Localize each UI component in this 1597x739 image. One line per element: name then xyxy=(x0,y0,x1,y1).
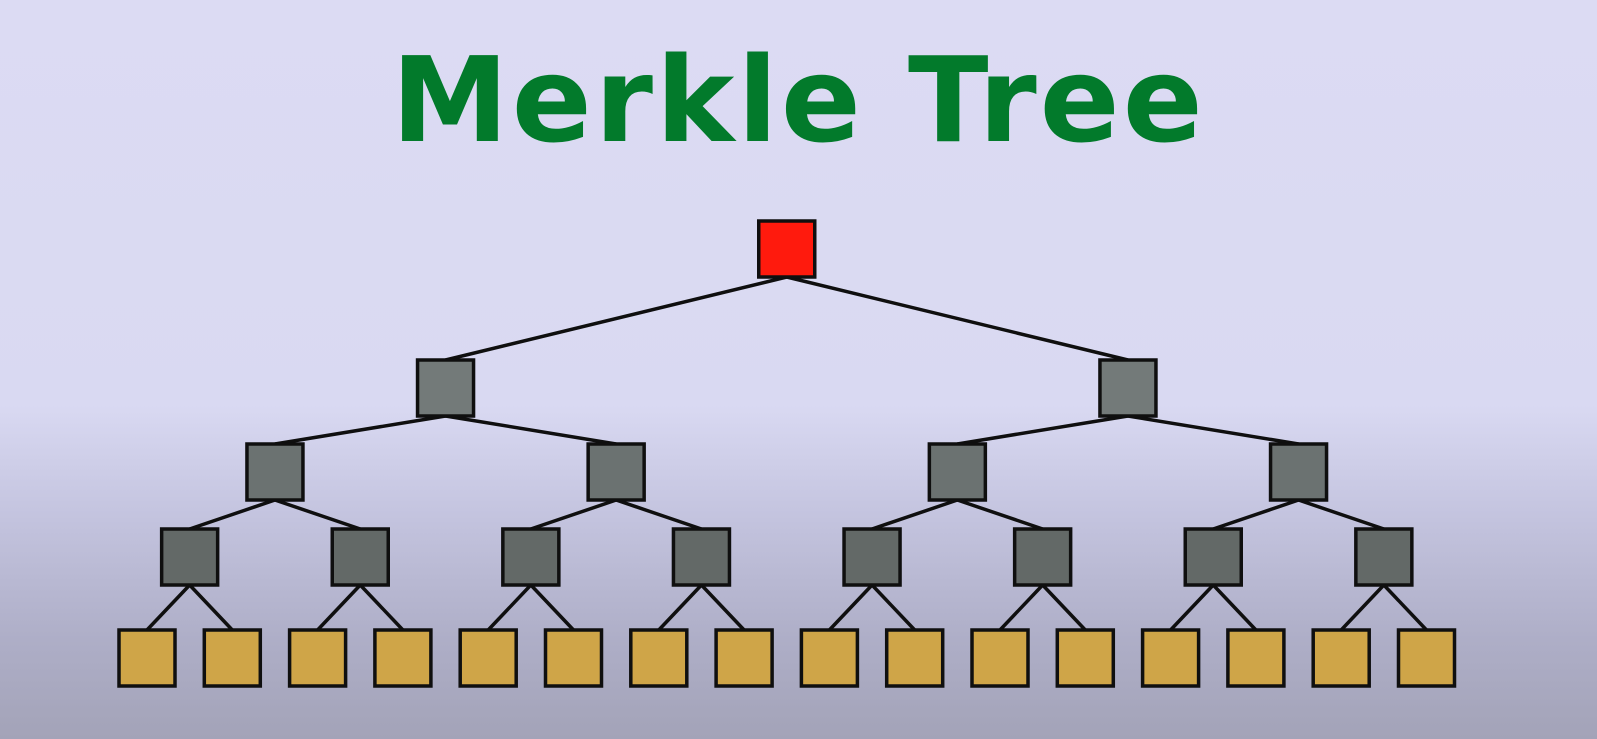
leaf-node xyxy=(117,628,177,688)
tree-edge xyxy=(145,583,191,632)
level3-node xyxy=(671,527,732,587)
tree-edges xyxy=(145,275,1428,632)
leaf-node xyxy=(1055,628,1116,688)
leaf-node xyxy=(1140,628,1201,688)
tree-edge xyxy=(1212,498,1300,531)
tree-edge xyxy=(274,414,446,446)
tree-edge xyxy=(1297,498,1385,531)
tree-edge xyxy=(657,583,703,632)
tree-edge xyxy=(1041,583,1087,632)
level3-node xyxy=(159,527,220,587)
tree-edge xyxy=(188,583,234,632)
tree-edge xyxy=(445,414,617,446)
leaf-node xyxy=(458,628,518,688)
tree-edge xyxy=(998,583,1044,632)
slide-title: Merkle Tree xyxy=(391,31,1206,169)
tree-edge xyxy=(1127,414,1299,446)
level3-node xyxy=(1354,527,1414,587)
leaf-node xyxy=(799,628,860,688)
tree-edge xyxy=(445,275,788,362)
root-node xyxy=(757,219,817,279)
level2-node xyxy=(927,442,988,502)
leaf-node xyxy=(629,628,689,688)
level2-node xyxy=(586,442,646,502)
leaf-node xyxy=(884,628,945,688)
tree-edge xyxy=(700,583,746,632)
level3-node xyxy=(1183,527,1243,587)
tree-edge xyxy=(957,414,1129,446)
leaf-node xyxy=(1396,628,1457,688)
tree-edge xyxy=(786,275,1129,362)
tree-edge xyxy=(530,498,617,531)
leaf-node xyxy=(1226,628,1286,688)
tree-edge xyxy=(615,498,703,531)
tree-edge xyxy=(189,498,276,531)
leaf-node xyxy=(1311,628,1371,688)
level3-node xyxy=(842,527,902,587)
level1-node xyxy=(415,358,476,418)
leaf-node xyxy=(543,628,604,688)
tree-edge xyxy=(956,498,1044,531)
tree-edge xyxy=(274,498,361,531)
tree-edge xyxy=(871,498,958,531)
tree-edge xyxy=(486,583,533,632)
tree-edge xyxy=(870,583,916,632)
level2-node xyxy=(245,442,305,502)
level2-node xyxy=(1268,442,1329,502)
level1-node xyxy=(1098,358,1158,418)
leaf-node xyxy=(970,628,1030,688)
tree-edge xyxy=(1211,583,1258,632)
tree-edge xyxy=(358,583,405,632)
leaf-node xyxy=(287,628,348,688)
tree-nodes xyxy=(117,219,1457,688)
leaf-node xyxy=(202,628,263,688)
level3-node xyxy=(330,527,390,587)
leaf-node xyxy=(714,628,774,688)
tree-edge xyxy=(1382,583,1428,632)
tree-edge xyxy=(529,583,575,632)
tree-edge xyxy=(316,583,362,632)
level3-node xyxy=(1012,527,1073,587)
level3-node xyxy=(501,527,561,587)
leaf-node xyxy=(373,628,433,688)
tree-edge xyxy=(828,583,874,632)
tree-edge xyxy=(1339,583,1386,632)
tree-edge xyxy=(1169,583,1215,632)
